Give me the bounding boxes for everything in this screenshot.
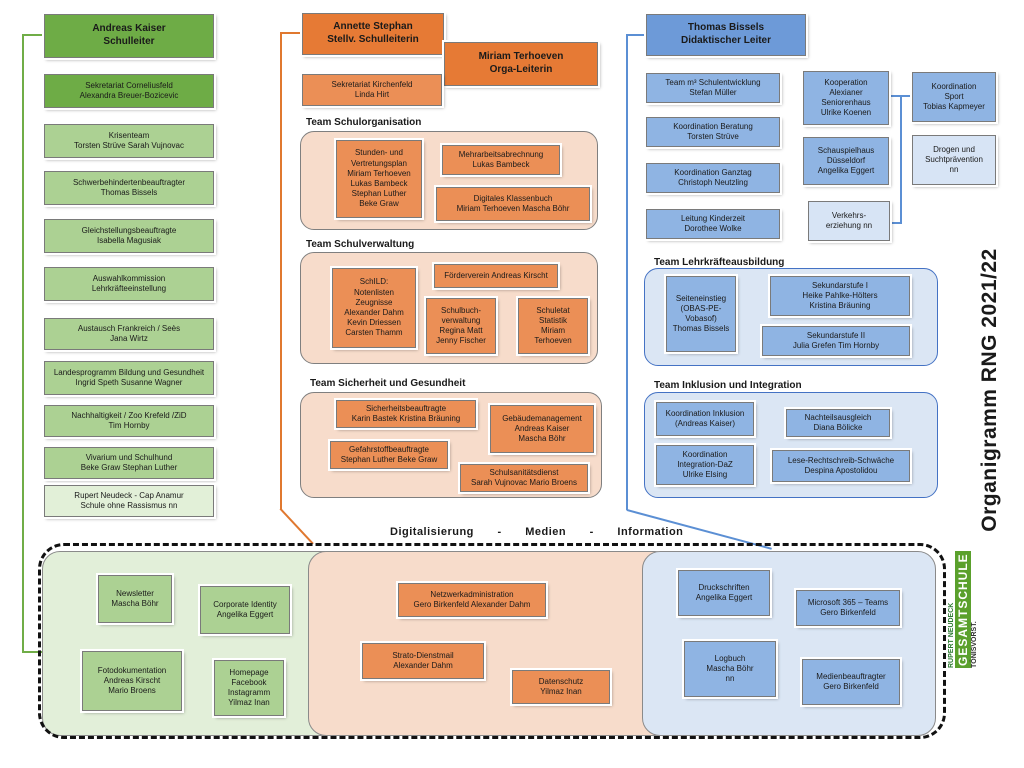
banner-word-digitalisierung: Digitalisierung — [390, 526, 474, 538]
right-verkehrserziehung: Verkehrs-erziehung nn — [806, 199, 892, 243]
right-koop-connector-h2 — [888, 95, 912, 97]
left-connector-bottom — [22, 651, 44, 653]
banner-sep-2: - — [589, 526, 594, 538]
right-koop-connector-v — [900, 95, 902, 223]
box-foerderverein: Förderverein Andreas Kirscht — [432, 262, 560, 290]
middle-connector-diag — [279, 508, 314, 545]
box-koord-inklusion: Koordination Inklusion(Andreas Kaiser) — [654, 400, 756, 438]
middle-connector-vertical — [280, 32, 282, 510]
logo-line-2: GESAMTSCHULE — [955, 551, 971, 668]
left-connector-vertical — [22, 34, 24, 652]
school-logo: RUPERT NEUDECK GESAMTSCHULE TÖNISVORST. — [948, 551, 1008, 668]
middle-banner: Digitalisierung - Medien - Information — [380, 526, 693, 538]
banner-sep-1: - — [497, 526, 502, 538]
box-seiteneinstieg: Seiteneinstieg(OBAS-PE-Vobasof)Thomas Bi… — [664, 274, 738, 354]
team-sicherheit-title: Team Sicherheit und Gesundheit — [310, 378, 466, 389]
team-inklusion-title: Team Inklusion und Integration — [654, 380, 802, 391]
logo-line-3: TÖNISVORST. — [971, 621, 978, 668]
team-lehrkraefte-title: Team Lehrkräfteausbildung — [654, 257, 785, 268]
right-connector-top — [626, 34, 648, 36]
logo-line-1: RUPERT NEUDECK — [948, 602, 955, 668]
right-koop-connector-h — [890, 222, 902, 224]
team-schulorganisation-title: Team Schulorganisation — [306, 117, 422, 128]
right-connector-vertical — [626, 34, 628, 510]
vertical-title: Organigramm RNG 2021/22 — [978, 248, 1001, 532]
team-schulverwaltung-title: Team Schulverwaltung — [306, 239, 415, 250]
bottom-dashed-frame — [38, 543, 946, 739]
middle-connector-top — [280, 32, 302, 34]
banner-word-information: Information — [617, 526, 684, 538]
left-connector-top — [22, 34, 44, 36]
banner-word-medien: Medien — [525, 526, 567, 538]
